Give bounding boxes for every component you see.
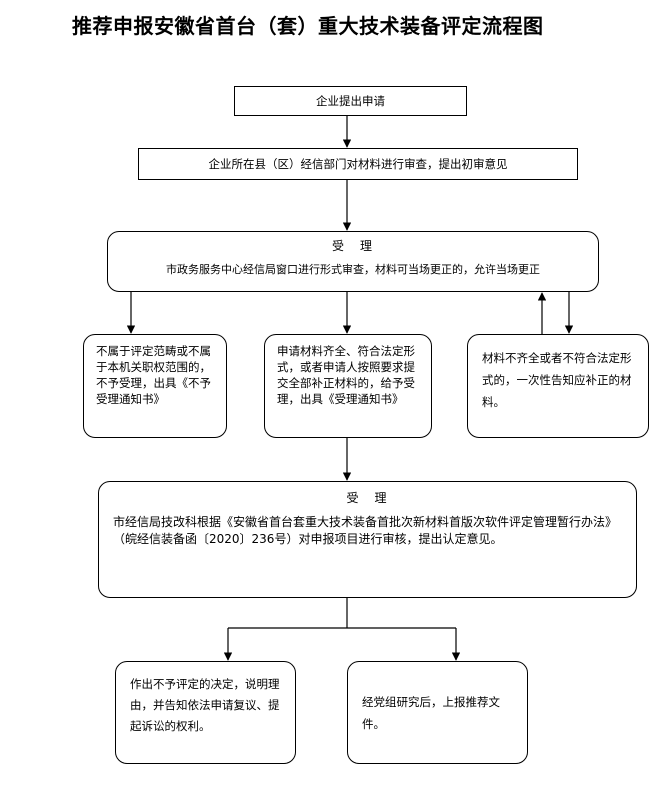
accept-window-text: 市政务服务中心经信局窗口进行形式审查，材料可当场更正的，允许当场更正 (166, 263, 540, 276)
accepted-text: 申请材料齐全、符合法定形式，或者申请人按照要求提交全部补正材料的，给予受理，出具… (277, 344, 415, 406)
reject-text: 不属于评定范畴或不属于本机关职权范围的，不予受理，出具《不予受理通知书》 (96, 344, 211, 406)
page-title: 推荐申报安徽省首台（套）重大技术装备评定流程图 (72, 14, 544, 38)
not-granted-box: 作出不予评定的决定，说明理由，并告知依法申请复议、提起诉讼的权利。 (115, 661, 296, 764)
reject-box: 不属于评定范畴或不属于本机关职权范围的，不予受理，出具《不予受理通知书》 (83, 334, 227, 438)
accept-review-heading: 受 理 (346, 491, 389, 505)
county-review-text: 企业所在县（区）经信部门对材料进行审查，提出初审意见 (208, 157, 508, 171)
county-review-box: 企业所在县（区）经信部门对材料进行审查，提出初审意见 (138, 148, 578, 180)
accept-window-heading: 受 理 (331, 239, 374, 253)
incomplete-text: 材料不齐全或者不符合法定形式的，一次性告知应补正的材料。 (482, 351, 632, 409)
not-granted-text: 作出不予评定的决定，说明理由，并告知依法申请复议、提起诉讼的权利。 (130, 677, 280, 733)
report-box: 经党组研究后，上报推荐文件。 (347, 661, 528, 764)
accept-window-box: 受 理 市政务服务中心经信局窗口进行形式审查，材料可当场更正的，允许当场更正 (107, 231, 599, 292)
apply-text: 企业提出申请 (316, 94, 385, 108)
incomplete-box: 材料不齐全或者不符合法定形式的，一次性告知应补正的材料。 (467, 334, 649, 438)
apply-box: 企业提出申请 (234, 86, 467, 116)
accept-review-box: 受 理 市经信局技改科根据《安徽省首台套重大技术装备首批次新材料首版次软件评定管… (98, 481, 637, 598)
accept-review-text: 市经信局技改科根据《安徽省首台套重大技术装备首批次新材料首版次软件评定管理暂行办… (113, 515, 618, 546)
report-text: 经党组研究后，上报推荐文件。 (362, 694, 500, 731)
accepted-box: 申请材料齐全、符合法定形式，或者申请人按照要求提交全部补正材料的，给予受理，出具… (264, 334, 432, 438)
